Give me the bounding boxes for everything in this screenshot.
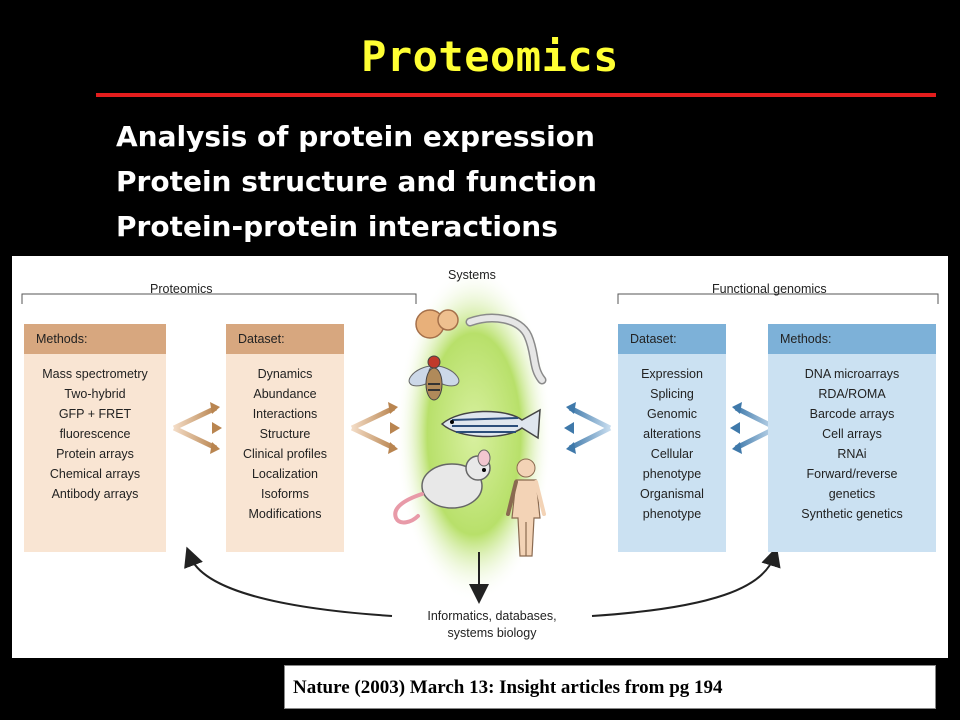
systems-figure: Systems Proteomics Functional genomics M…: [12, 256, 948, 658]
list-item: phenotype: [642, 467, 702, 481]
functional-genomics-label: Functional genomics: [712, 282, 827, 296]
yeast-icon: [415, 309, 459, 339]
list-item: alterations: [643, 427, 701, 441]
list-item: fluorescence: [59, 427, 131, 441]
genomics-dataset-box: Dataset: Expression Splicing Genomic alt…: [618, 324, 726, 552]
proteomics-method-arrows: [172, 402, 222, 454]
list-item: Antibody arrays: [51, 487, 139, 501]
list-item: Expression: [641, 367, 703, 381]
list-item: Synthetic genetics: [801, 507, 903, 521]
list-item: Interactions: [252, 407, 318, 421]
list-item: Cellular: [650, 447, 694, 461]
bullet-item: Protein-protein interactions: [116, 210, 558, 243]
list-item: Organismal: [640, 487, 704, 501]
list-item: phenotype: [642, 507, 702, 521]
list-item: Structure: [259, 427, 311, 441]
bullet-item: Protein structure and function: [116, 165, 597, 198]
box-header: Methods:: [768, 324, 936, 354]
proteomics-label: Proteomics: [150, 282, 213, 296]
list-item: Dynamics: [257, 367, 313, 381]
proteomics-bracket: [21, 293, 417, 304]
list-item: RNAi: [837, 447, 867, 461]
box-header: Dataset:: [226, 324, 344, 354]
human-icon: [506, 458, 546, 557]
zebrafish-icon: [440, 408, 541, 440]
systems-label: Systems: [448, 268, 496, 282]
list-item: Barcode arrays: [809, 407, 895, 421]
box-header: Dataset:: [618, 324, 726, 354]
list-item: RDA/ROMA: [818, 387, 886, 401]
list-item: genetics: [828, 487, 876, 501]
informatics-label: Informatics, databases, systems biology: [392, 608, 592, 642]
informatics-label-line: Informatics, databases,: [427, 609, 557, 623]
list-item: GFP + FRET: [58, 407, 132, 421]
proteomics-dataset-arrows: [350, 402, 400, 454]
box-header: Methods:: [24, 324, 166, 354]
list-item: DNA microarrays: [804, 367, 900, 381]
list-item: Protein arrays: [56, 447, 134, 461]
list-item: Cell arrays: [822, 427, 882, 441]
bullet-item: Analysis of protein expression: [116, 120, 595, 153]
list-item: Clinical profiles: [242, 447, 328, 461]
list-item: Abundance: [253, 387, 317, 401]
list-item: Chemical arrays: [49, 467, 141, 481]
list-item: Splicing: [650, 387, 694, 401]
list-item: Genomic: [646, 407, 698, 421]
proteomics-methods-box: Methods: Mass spectrometry Two-hybrid GF…: [24, 324, 166, 552]
list-item: Two-hybrid: [64, 387, 126, 401]
left-curve-arrow: [184, 546, 393, 617]
genomics-bracket: [617, 293, 939, 304]
fly-icon: [408, 355, 460, 401]
genomics-dataset-arrows: [564, 402, 612, 454]
list-item: Modifications: [248, 507, 322, 521]
proteomics-dataset-box: Dataset: Dynamics Abundance Interactions…: [226, 324, 344, 552]
genomics-methods-box: Methods: DNA microarrays RDA/ROMA Barcod…: [768, 324, 936, 552]
informatics-label-line: systems biology: [447, 626, 537, 640]
bullet-list: Analysis of protein expression Protein s…: [116, 114, 597, 249]
slide-title: Proteomics: [361, 32, 619, 81]
list-item: Isoforms: [261, 487, 309, 501]
title-divider: [96, 93, 936, 97]
right-curve-arrow: [591, 546, 781, 617]
list-item: Localization: [251, 467, 318, 481]
citation-box: Nature (2003) March 13: Insight articles…: [284, 665, 936, 709]
list-item: Forward/reverse: [806, 467, 898, 481]
worm-icon: [465, 313, 547, 385]
mouse-icon: [393, 449, 491, 525]
list-item: Mass spectrometry: [42, 367, 148, 381]
